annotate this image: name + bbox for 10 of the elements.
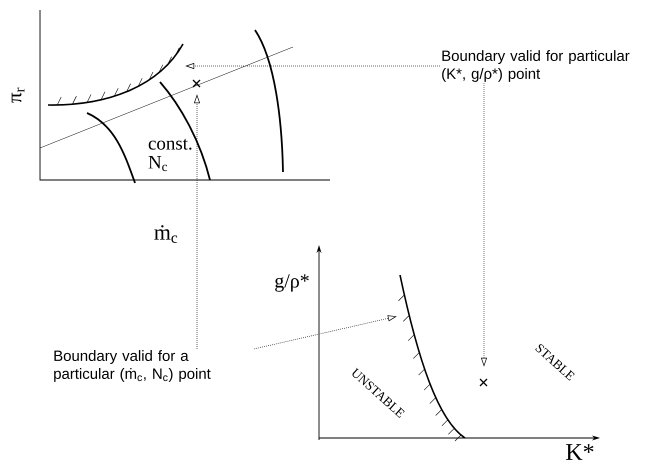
axis-label: g/ρ* bbox=[275, 274, 309, 292]
axis-label: ṁ$_{c}$ bbox=[154, 225, 178, 243]
callout-text: Boundary valid for particular (K*, g/ρ*) point bbox=[442, 50, 630, 82]
curve-label: const. N$_{c}$ bbox=[148, 138, 192, 172]
cross-mark bbox=[479, 378, 488, 387]
callout-text: Boundary valid for a particular (ṁ$_{c}$, N$_{c}$) point bbox=[54, 350, 211, 382]
axis-label: π$_{r}$ bbox=[12, 88, 24, 103]
cross-mark bbox=[192, 79, 201, 88]
hatched-boundary-curve bbox=[48, 44, 184, 106]
axis-label: K* bbox=[566, 444, 594, 460]
